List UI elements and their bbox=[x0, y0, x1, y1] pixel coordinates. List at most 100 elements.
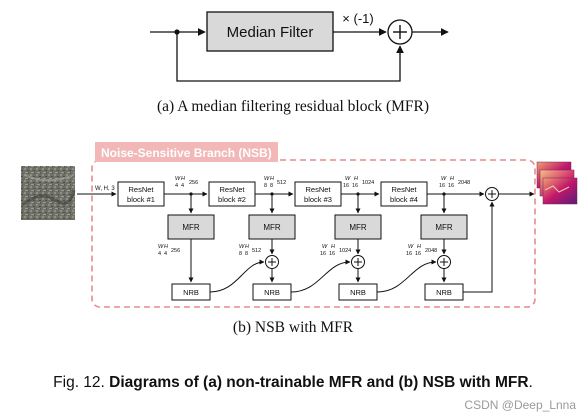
panel-b: Noise-Sensitive Branch (NSB) W, H, 3 Res… bbox=[21, 142, 578, 336]
svg-text:16: 16 bbox=[448, 183, 454, 189]
svg-text:H: H bbox=[450, 176, 454, 182]
svg-text:512: 512 bbox=[277, 180, 286, 186]
svg-text:W: W bbox=[264, 176, 270, 182]
svg-text:W: W bbox=[322, 244, 328, 250]
sum-node-b1 bbox=[265, 255, 279, 269]
output-feature-maps bbox=[536, 161, 578, 205]
nsb-title: Noise-Sensitive Branch (NSB) bbox=[101, 146, 272, 160]
curve-nrb2-sum2 bbox=[290, 259, 351, 293]
resnet-block-3-line1: ResNet bbox=[305, 185, 331, 194]
resnet-block-2-line1: ResNet bbox=[219, 185, 245, 194]
nrb-label-4: NRB bbox=[436, 288, 452, 297]
figure-caption-prefix: Fig. 12. bbox=[53, 374, 110, 391]
nsb-title-bg bbox=[95, 142, 278, 162]
top-dims-1: W H 4 4 256 bbox=[175, 176, 198, 189]
mfr-box-3: MFR bbox=[334, 214, 382, 240]
resnet-block-3: ResNet block #3 bbox=[294, 181, 342, 207]
svg-text:H: H bbox=[354, 176, 358, 182]
nrb-label-3: NRB bbox=[350, 288, 366, 297]
svg-text:16: 16 bbox=[320, 251, 326, 257]
svg-text:H: H bbox=[331, 244, 335, 250]
gain-label: × (-1) bbox=[342, 11, 373, 26]
sum-node-b2 bbox=[351, 255, 365, 269]
svg-text:8: 8 bbox=[270, 183, 273, 189]
mfr-label-1: MFR bbox=[182, 223, 200, 232]
svg-text:W: W bbox=[158, 244, 164, 250]
nrb-box-4: NRB bbox=[424, 283, 464, 301]
svg-text:W: W bbox=[441, 176, 447, 182]
svg-text:8: 8 bbox=[264, 183, 267, 189]
svg-text:2048: 2048 bbox=[425, 248, 437, 254]
svg-text:16: 16 bbox=[343, 183, 349, 189]
svg-text:4: 4 bbox=[181, 183, 184, 189]
svg-text:H: H bbox=[245, 244, 249, 250]
input-image bbox=[21, 166, 75, 220]
svg-text:8: 8 bbox=[245, 251, 248, 257]
svg-text:H: H bbox=[270, 176, 274, 182]
resnet-block-1-line1: ResNet bbox=[128, 185, 154, 194]
top-dims-4: W H 16 16 2048 bbox=[439, 176, 470, 189]
svg-text:512: 512 bbox=[252, 248, 261, 254]
svg-text:256: 256 bbox=[171, 248, 180, 254]
svg-text:W: W bbox=[239, 244, 245, 250]
nrb-box-2: NRB bbox=[252, 283, 292, 301]
svg-text:4: 4 bbox=[158, 251, 161, 257]
nrb-box-1: NRB bbox=[171, 283, 211, 301]
svg-text:W: W bbox=[345, 176, 351, 182]
nrb-label-1: NRB bbox=[183, 288, 199, 297]
svg-text:16: 16 bbox=[439, 183, 445, 189]
caption-b: (b) NSB with MFR bbox=[233, 319, 354, 336]
figure-caption-suffix: . bbox=[528, 374, 533, 391]
svg-text:1024: 1024 bbox=[362, 180, 374, 186]
sum-node-top bbox=[485, 187, 499, 201]
panel-a: Median Filter × (-1) (a) A median filter… bbox=[150, 11, 449, 115]
mfr-box-2: MFR bbox=[248, 214, 296, 240]
resnet-block-3-line2: block #3 bbox=[304, 195, 332, 204]
resnet-block-1: ResNet block #1 bbox=[117, 181, 165, 207]
resnet-block-1-line2: block #1 bbox=[127, 195, 155, 204]
svg-text:16: 16 bbox=[415, 251, 421, 257]
sum-node-b3 bbox=[437, 255, 451, 269]
resnet-block-4: ResNet block #4 bbox=[380, 181, 428, 207]
svg-text:16: 16 bbox=[406, 251, 412, 257]
svg-text:H: H bbox=[164, 244, 168, 250]
mfr-box-4: MFR bbox=[420, 214, 468, 240]
mfr-label-4: MFR bbox=[435, 223, 453, 232]
mid-dims-1: W H 4 4 256 bbox=[158, 244, 180, 257]
resnet-block-4-line1: ResNet bbox=[391, 185, 417, 194]
caption-a: (a) A median filtering residual block (M… bbox=[157, 98, 429, 115]
svg-text:4: 4 bbox=[164, 251, 167, 257]
mid-dims-2: W H 8 8 512 bbox=[239, 244, 261, 257]
nsb-region bbox=[91, 159, 536, 308]
resnet-block-4-line2: block #4 bbox=[390, 195, 418, 204]
mfr-label-3: MFR bbox=[349, 223, 367, 232]
svg-text:W: W bbox=[408, 244, 414, 250]
svg-text:16: 16 bbox=[329, 251, 335, 257]
mid-dims-3: W H 16 16 1024 bbox=[320, 244, 351, 257]
figure-caption: Fig. 12. Diagrams of (a) non-trainable M… bbox=[0, 374, 586, 392]
median-filter-label: Median Filter bbox=[227, 24, 314, 41]
top-dims-3: W H 16 16 1024 bbox=[343, 176, 374, 189]
residual-path bbox=[176, 32, 404, 82]
curve-nrb3-sum3 bbox=[376, 259, 437, 293]
svg-text:W: W bbox=[175, 176, 181, 182]
resnet-block-2-line2: block #2 bbox=[218, 195, 246, 204]
mfr-box-1: MFR bbox=[167, 214, 215, 240]
top-dims-2: W H 8 8 512 bbox=[264, 176, 286, 189]
svg-text:16: 16 bbox=[352, 183, 358, 189]
svg-text:4: 4 bbox=[175, 183, 178, 189]
nrb-label-2: NRB bbox=[264, 288, 280, 297]
mfr-label-2: MFR bbox=[263, 223, 281, 232]
input-dims: W, H, 3 bbox=[95, 186, 115, 192]
svg-text:8: 8 bbox=[239, 251, 242, 257]
svg-text:H: H bbox=[181, 176, 185, 182]
svg-text:H: H bbox=[417, 244, 421, 250]
curve-nrb1-sum1 bbox=[209, 259, 265, 293]
nrb-box-3: NRB bbox=[338, 283, 378, 301]
arrow-nrb4-topsum bbox=[463, 201, 495, 293]
figure-caption-bold: Diagrams of (a) non-trainable MFR and (b… bbox=[109, 374, 529, 391]
resnet-block-2: ResNet block #2 bbox=[208, 181, 256, 207]
mid-dims-4: W H 16 16 2048 bbox=[406, 244, 437, 257]
svg-text:256: 256 bbox=[189, 180, 198, 186]
watermark: CSDN @Deep_Lnna bbox=[464, 398, 576, 412]
